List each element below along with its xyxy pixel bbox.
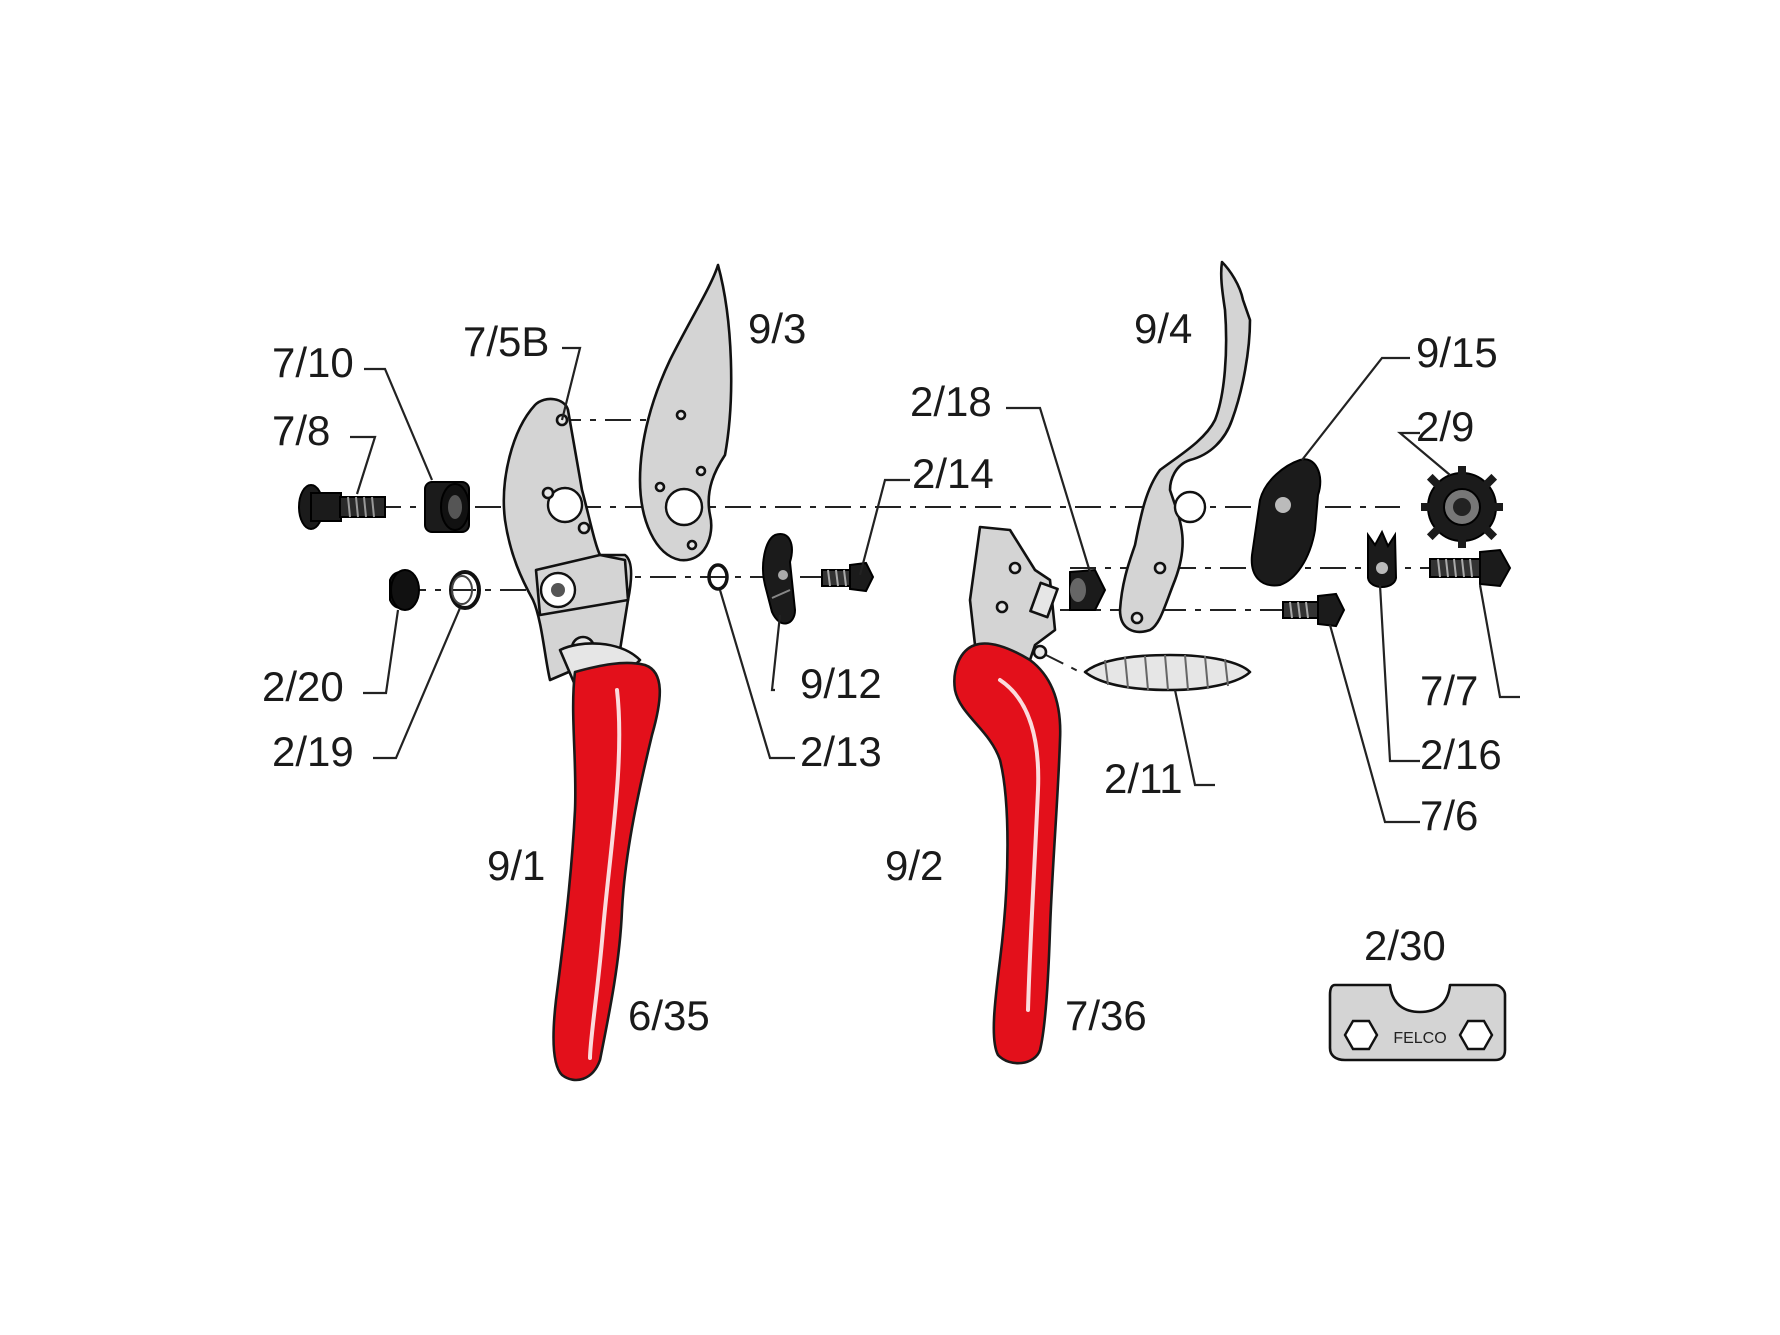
callout-2-13: 2/13 [800,728,882,775]
upper-handle-9-1 [502,397,642,687]
brand-mark: FELCO [1393,1030,1446,1047]
callout-2-30: 2/30 [1364,922,1446,969]
callout-9-4: 9/4 [1134,305,1192,352]
lower-handle-9-2 [968,525,1059,662]
callout-9-2: 9/2 [885,842,943,889]
adjustment-wheel-2-9 [1421,466,1503,548]
callout-2-16: 2/16 [1420,731,1502,778]
lock-washer-2-16 [1367,529,1398,588]
callout-2-11: 2/11 [1104,755,1183,802]
callout-7-10: 7/10 [272,339,354,386]
cam-9-15 [1250,458,1322,587]
callout-2-9: 2/9 [1416,403,1474,450]
screw-7-6 [1282,592,1346,628]
bolt-7-8 [298,484,386,530]
wrench-2-30: FELCO [1328,983,1507,1062]
callout-7-7: 7/7 [1420,667,1478,714]
ring-2-19 [449,570,481,610]
callout-9-12: 9/12 [800,660,882,707]
callout-9-3: 9/3 [748,305,806,352]
callout-2-19: 2/19 [272,728,354,775]
bolt-7-7 [1429,548,1512,588]
nut-7-10 [424,481,470,533]
callout-9-1: 9/1 [487,842,545,889]
callout-2-18: 2/18 [910,378,992,425]
handle-grip-6-35 [552,661,662,1082]
callout-2-14: 2/14 [912,450,994,497]
callout-labels: 7/10 7/8 7/5B 9/3 9/4 9/15 2/18 2/9 2/14… [262,305,1502,1039]
leader-lines [350,346,1520,824]
callout-7-8: 7/8 [272,407,330,454]
callout-7-36: 7/36 [1065,992,1147,1039]
washer-2-13 [707,563,729,591]
screw-2-14 [821,561,875,593]
handle-grip-7-36 [953,642,1062,1065]
callout-7-5b: 7/5B [463,318,549,365]
counter-blade-9-4 [1118,260,1252,634]
callout-2-20: 2/20 [262,663,344,710]
callout-6-35: 6/35 [628,992,710,1039]
callout-7-6: 7/6 [1420,792,1478,839]
callout-9-15: 9/15 [1416,329,1498,376]
cap-2-20 [389,569,420,611]
nut-2-18 [1069,568,1107,611]
catch-9-12 [762,533,797,625]
blade-9-3 [638,263,733,562]
spring-2-11 [1083,653,1252,692]
